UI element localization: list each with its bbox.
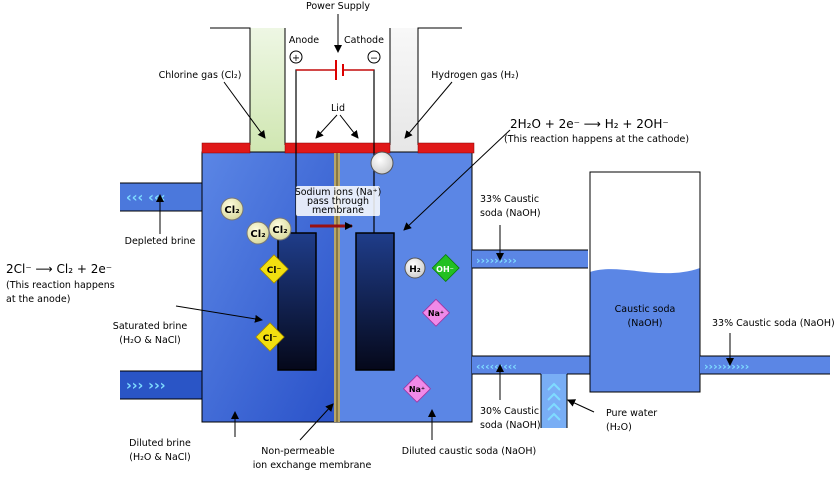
svg-text:Na⁺: Na⁺: [428, 309, 444, 318]
flow-chevrons-depleted: ‹‹‹ ‹‹‹: [126, 190, 166, 206]
caustic-tank-label-1: Caustic soda: [615, 304, 676, 315]
flow-chevrons-saturated: ››› ›››: [126, 378, 166, 394]
saturated-brine-label-1: Saturated brine: [113, 321, 188, 332]
diluted-brine-label-2: (H₂O & NaCl): [129, 452, 191, 463]
svg-text:Cl₂: Cl₂: [272, 225, 287, 236]
diluted-brine-label-1: Diluted brine: [129, 438, 191, 449]
cl2-molecule-3: Cl₂: [268, 217, 292, 241]
chloride-ion-1: Cl⁻: [259, 254, 289, 284]
flow-chevrons-upper: ›››››››››: [476, 254, 517, 267]
chloride-ion-2: Cl⁻: [255, 322, 285, 352]
pointer-lines: [156, 81, 734, 441]
power-supply-label: Power Supply: [306, 1, 370, 12]
sodium-label-line1: Sodium ions (Na⁺): [295, 187, 382, 198]
cathode-terminal: −: [367, 50, 381, 64]
anode-label: Anode: [289, 35, 319, 46]
caustic-33-label-2: soda (NaOH): [480, 208, 541, 219]
flow-chevrons-lower: ‹‹‹‹‹‹‹‹‹: [476, 360, 517, 373]
cathode-equation: 2H₂O + 2e⁻ ⟶ H₂ + 2OH⁻: [510, 117, 669, 131]
svg-text:OH⁻: OH⁻: [436, 265, 454, 274]
cathode-electrode: [355, 232, 395, 371]
anode-note-line2: at the anode): [6, 294, 70, 305]
flow-chevrons-outlet: ››››››››››: [704, 360, 749, 373]
diluted-caustic-label: Diluted caustic soda (NaOH): [402, 446, 536, 457]
svg-text:H₂: H₂: [409, 265, 421, 275]
anode-terminal: +: [289, 50, 303, 64]
svg-text:−: −: [370, 53, 378, 64]
hydrogen-bubble: [370, 151, 394, 175]
lid-label: Lid: [331, 103, 345, 114]
chlorine-chimney: [210, 27, 286, 155]
svg-text:Na⁺: Na⁺: [409, 385, 425, 394]
hydrogen-chimney: [389, 27, 462, 155]
sodium-ion-1: Na⁺: [421, 298, 451, 327]
svg-text:Cl⁻: Cl⁻: [267, 266, 282, 276]
power-wires: [295, 14, 375, 233]
caustic-30-label-2: soda (NaOH): [480, 420, 541, 431]
sodium-ion-2: Na⁺: [402, 374, 432, 403]
cl2-molecule-1: Cl₂: [220, 197, 244, 221]
caustic-33-label-1: 33% Caustic: [480, 194, 539, 205]
svg-text:+: +: [292, 53, 300, 64]
caustic-tank-label-2: (NaOH): [628, 318, 663, 329]
pure-water-label-1: Pure water: [606, 408, 657, 419]
chlorine-gas-label: Chlorine gas (Cl₂): [159, 70, 242, 81]
cathode-label: Cathode: [344, 35, 384, 46]
lid: [201, 142, 475, 154]
saturated-brine-label-2: (H₂O & NaCl): [119, 335, 181, 346]
hydroxide-ion: OH⁻: [431, 253, 460, 283]
hydrogen-molecule: H₂: [404, 257, 426, 279]
hydrogen-gas-label: Hydrogen gas (H₂): [431, 70, 518, 81]
svg-text:Cl⁻: Cl⁻: [263, 334, 278, 344]
cathode-note: (This reaction happens at the cathode): [504, 134, 689, 145]
caustic-tank: [589, 171, 701, 393]
anode-equation: 2Cl⁻ ⟶ Cl₂ + 2e⁻: [6, 262, 112, 276]
sodium-label-line3: membrane: [312, 205, 364, 216]
anode-electrode: [277, 232, 317, 371]
pure-water-label-2: (H₂O): [606, 422, 632, 433]
pure-water-pipe: [540, 374, 568, 428]
flow-chevrons-water: [547, 382, 561, 421]
membrane-label-2: ion exchange membrane: [253, 460, 372, 471]
sodium-label-box: [296, 186, 380, 216]
membrane-label-1: Non-permeable: [261, 446, 335, 457]
svg-text:Cl₂: Cl₂: [224, 205, 239, 216]
anode-note-line1: (This reaction happens: [6, 280, 115, 291]
svg-text:Cl₂: Cl₂: [250, 229, 265, 240]
sodium-label-line2: pass through: [307, 196, 369, 207]
saturated-brine-pipe: [120, 370, 202, 400]
cl2-molecule-2: Cl₂: [246, 221, 270, 245]
caustic-30-label-1: 30% Caustic: [480, 406, 539, 417]
depleted-brine-label: Depleted brine: [125, 236, 196, 247]
caustic-33-out-label: 33% Caustic soda (NaOH): [712, 318, 835, 329]
